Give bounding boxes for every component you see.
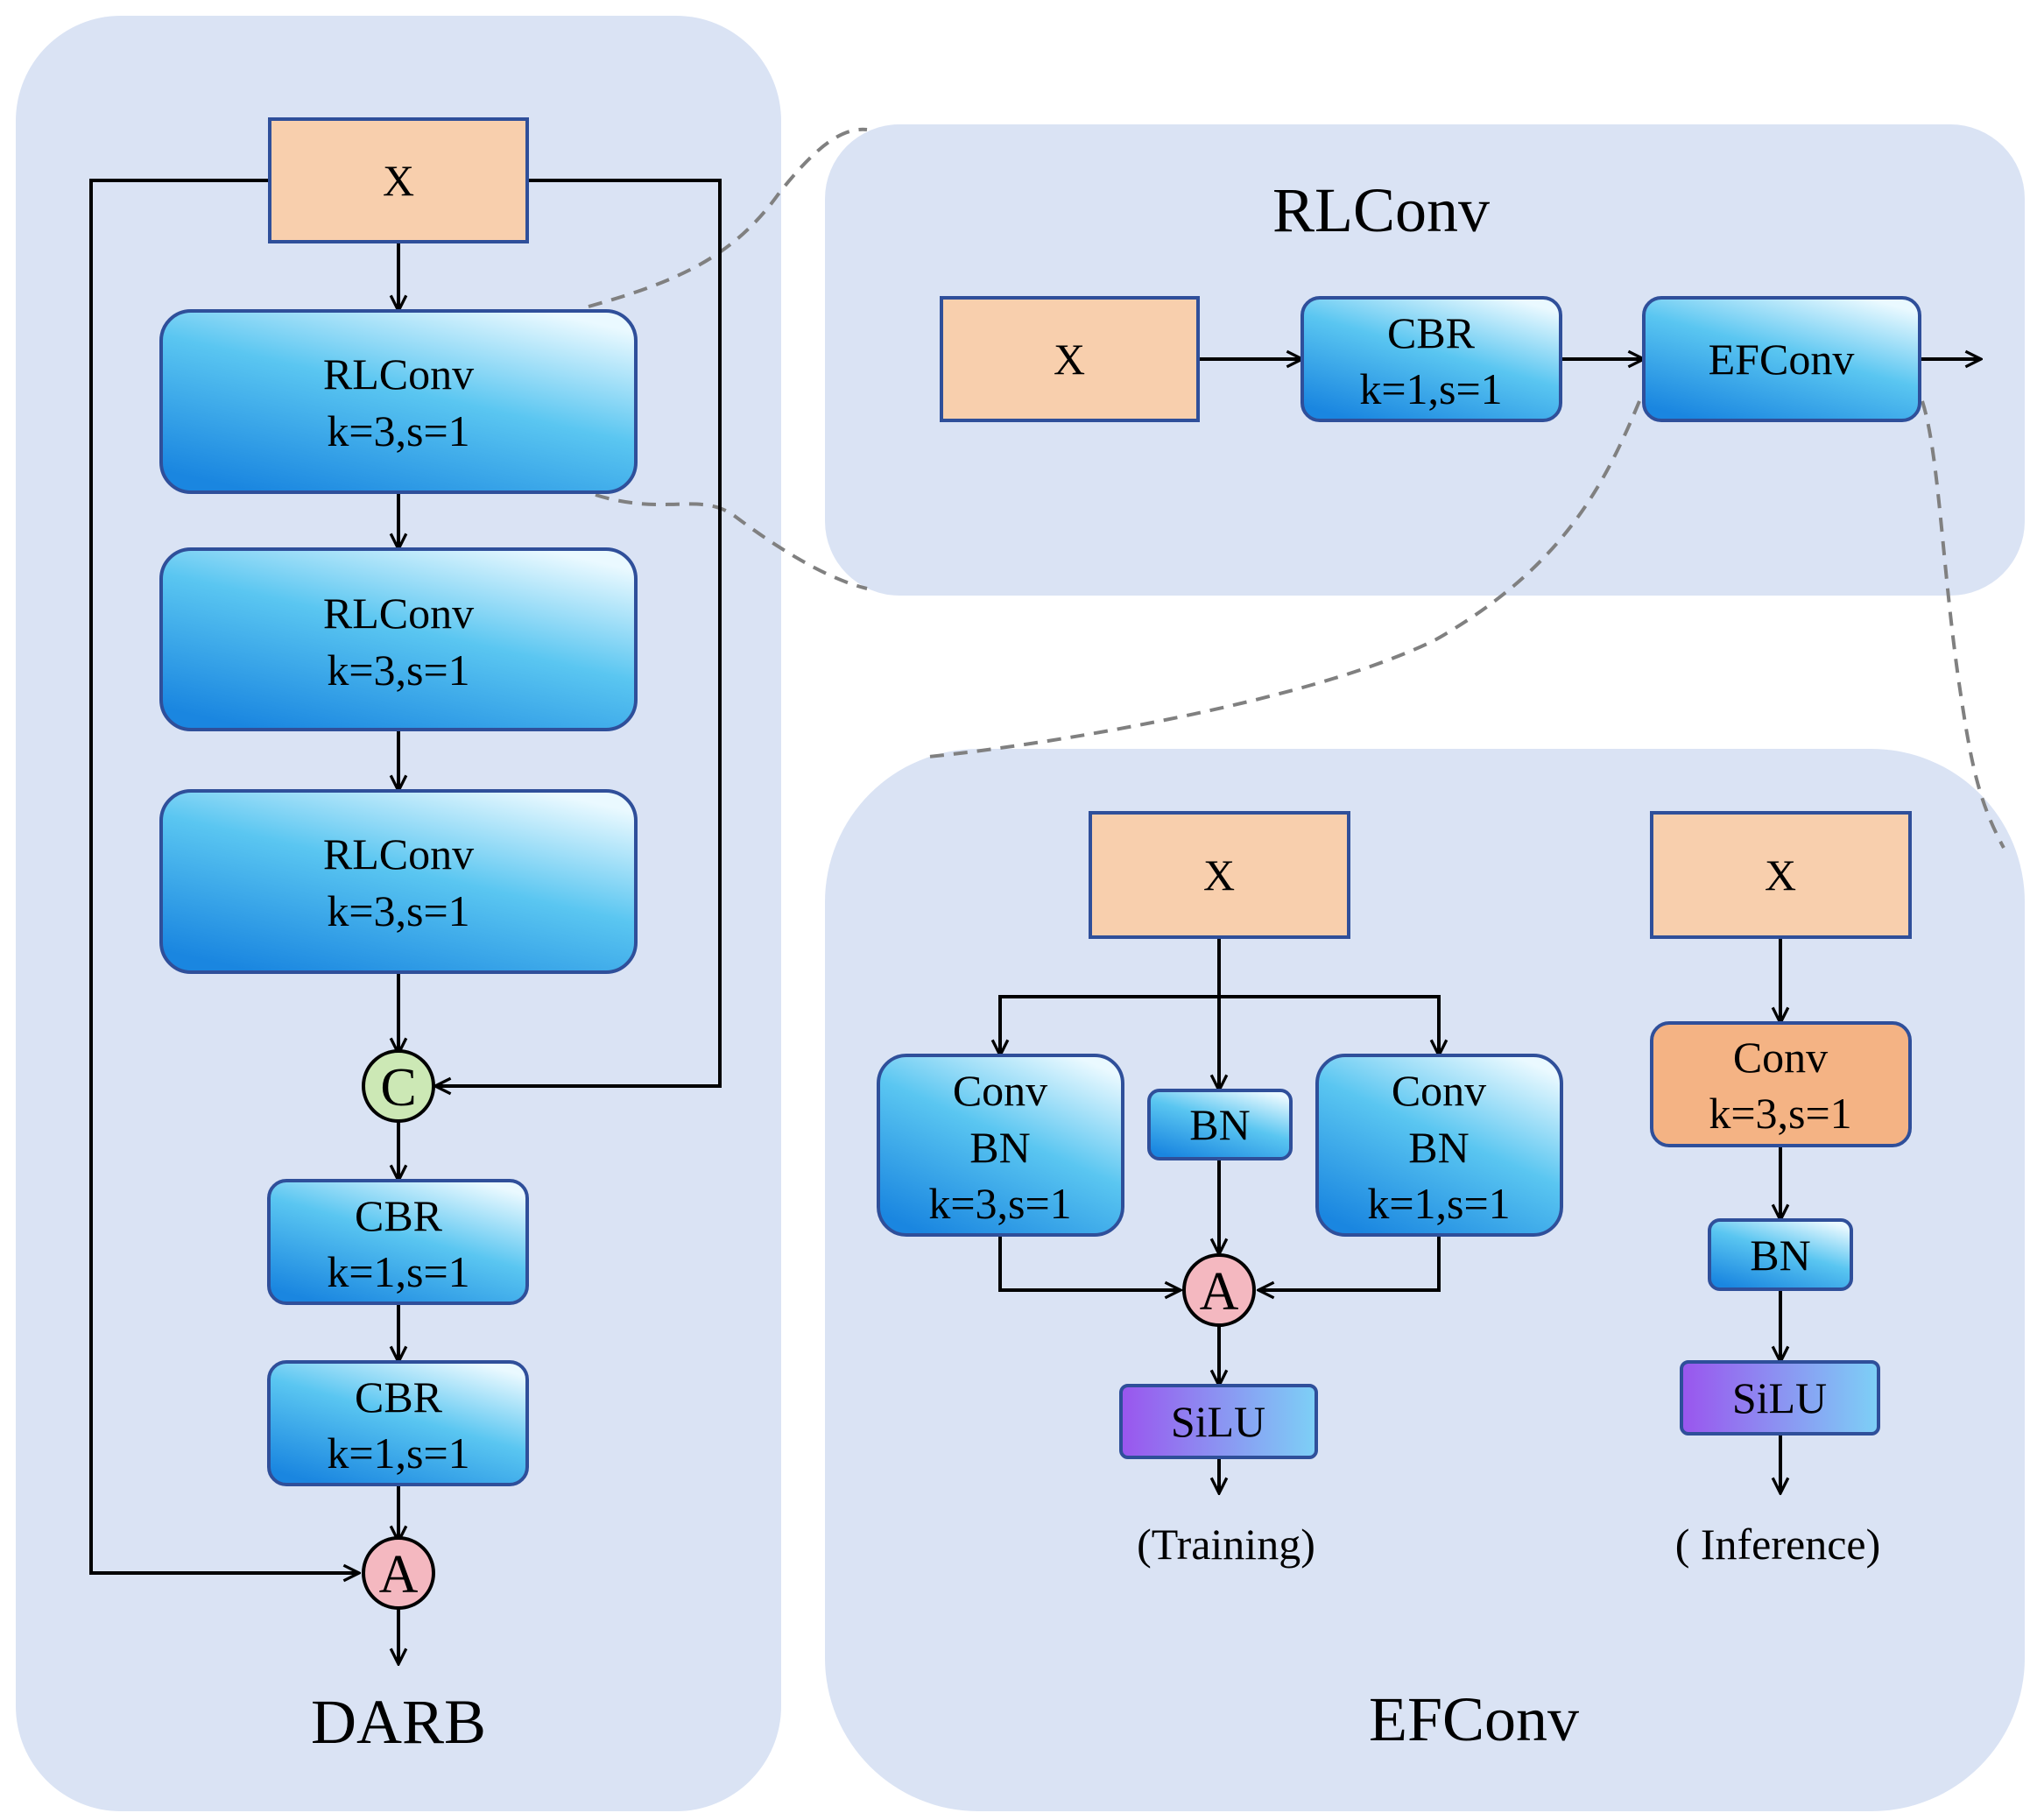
train-input-label: X: [1203, 850, 1235, 899]
darb-cbr-1-name: CBR: [355, 1191, 443, 1240]
train-silu-block: [1119, 1384, 1318, 1459]
infer-input-label: X: [1765, 850, 1796, 899]
connector-darb-bottom: [595, 493, 868, 590]
train-silu-label: SiLU: [1171, 1397, 1265, 1446]
infer-bn-label: BN: [1750, 1231, 1810, 1280]
connector-darb-top: [588, 127, 868, 308]
infer-silu-block: [1680, 1360, 1880, 1436]
darb-cbr-2-name: CBR: [355, 1372, 443, 1421]
train-left-line1: Conv: [953, 1066, 1047, 1115]
train-arrow-left: [1000, 995, 1219, 1055]
darb-cbr-1: [267, 1179, 529, 1305]
darb-rlconv-1-params: k=3,s=1: [327, 406, 469, 455]
rlconv-efconv-label: EFConv: [1709, 335, 1855, 384]
train-right-line1: Conv: [1392, 1066, 1486, 1115]
train-left-line2: BN: [969, 1123, 1030, 1172]
add-circle-icon: [362, 1536, 435, 1610]
infer-conv-block: [1650, 1021, 1912, 1147]
rlconv-efconv-block: [1642, 296, 1921, 422]
darb-cbr-1-params: k=1,s=1: [327, 1247, 469, 1296]
infer-caption: ( Inference): [1675, 1520, 1881, 1569]
connector-efconv-right: [1921, 400, 2005, 849]
darb-rlconv-3: [159, 789, 638, 974]
darb-rlconv-2-params: k=3,s=1: [327, 645, 469, 695]
infer-silu-label: SiLU: [1732, 1373, 1827, 1422]
darb-add-label: A: [379, 1545, 419, 1605]
concat-circle-icon: [362, 1049, 435, 1123]
rlconv-cbr-block: [1300, 296, 1562, 422]
infer-input-box: [1650, 811, 1912, 939]
darb-rlconv-1: [159, 309, 638, 494]
efconv-panel: [825, 749, 2025, 1811]
darb-skip-to-add: [89, 179, 359, 1573]
darb-input-box: [268, 117, 529, 243]
train-left-params: k=3,s=1: [928, 1179, 1071, 1228]
darb-input-label: X: [383, 156, 414, 205]
rlconv-panel-title: RLConv: [1272, 175, 1490, 245]
darb-rlconv-2: [159, 547, 638, 731]
train-add-label: A: [1200, 1262, 1239, 1322]
train-input-box: [1089, 811, 1350, 939]
zoom-connectors: [588, 127, 2005, 849]
train-right-line2: BN: [1408, 1123, 1469, 1172]
train-arrow-left-add: [998, 1235, 1181, 1290]
darb-concat-label: C: [380, 1058, 416, 1118]
efconv-panel-title: EFConv: [1369, 1684, 1579, 1754]
darb-skip-to-concat: [435, 179, 722, 1086]
train-caption: (Training): [1137, 1520, 1315, 1569]
train-arrow-right-add: [1258, 1235, 1441, 1290]
darb-panel-title: DARB: [311, 1687, 486, 1757]
rlconv-diagram: RLConv X CBR k=1,s=1 EFConv: [940, 175, 1981, 422]
train-bn-middle: [1147, 1089, 1293, 1160]
efconv-diagram: X Conv BN k=3,s=1 BN Conv BN k=1,s=1 A S…: [877, 811, 1912, 1754]
train-conv-bn-k3: [877, 1054, 1124, 1237]
rlconv-cbr-params: k=1,s=1: [1359, 364, 1502, 413]
train-add-circle-icon: [1182, 1253, 1256, 1327]
darb-rlconv-2-name: RLConv: [323, 589, 474, 638]
darb-diagram: X RLConv k=3,s=1 RLConv k=3,s=1 RLConv k…: [89, 117, 722, 1757]
rlconv-input-label: X: [1054, 335, 1085, 384]
darb-rlconv-1-name: RLConv: [323, 349, 474, 399]
train-arrow-right: [1219, 995, 1439, 1055]
infer-conv-name: Conv: [1733, 1033, 1828, 1082]
darb-rlconv-3-params: k=3,s=1: [327, 886, 469, 935]
rlconv-cbr-name: CBR: [1387, 308, 1476, 357]
infer-conv-params: k=3,s=1: [1709, 1089, 1851, 1138]
train-right-params: k=1,s=1: [1367, 1179, 1510, 1228]
darb-cbr-2-params: k=1,s=1: [327, 1428, 469, 1478]
connector-efconv-left: [927, 400, 1641, 758]
darb-rlconv-3-name: RLConv: [323, 829, 474, 878]
train-middle-label: BN: [1189, 1100, 1250, 1149]
rlconv-input-box: [940, 296, 1200, 422]
infer-bn-block: [1708, 1218, 1853, 1291]
darb-cbr-2: [267, 1360, 529, 1486]
train-conv-bn-k1: [1315, 1054, 1563, 1237]
